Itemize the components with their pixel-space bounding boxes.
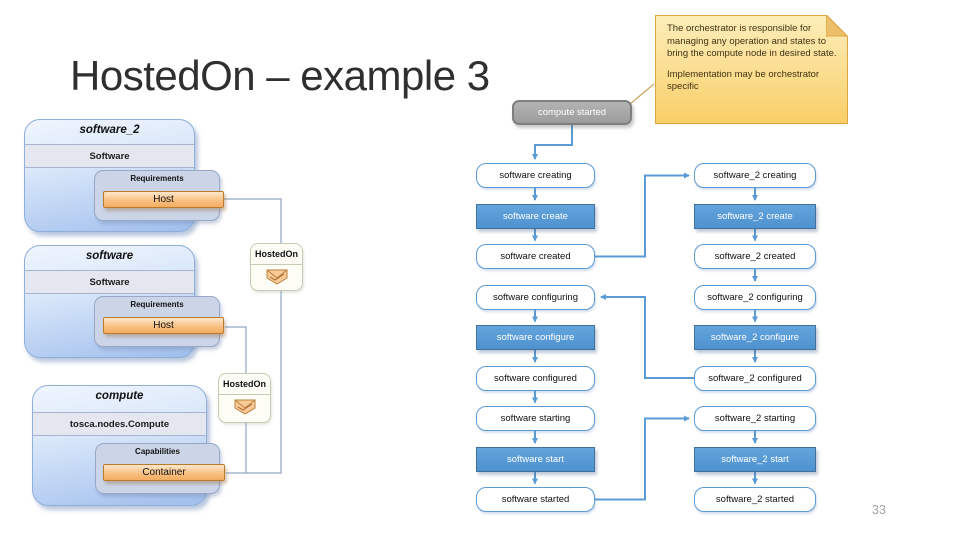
compute-started-box: compute started	[512, 100, 632, 125]
operation-software2-configure: software_2 configure	[694, 325, 816, 350]
page-number: 33	[872, 503, 886, 517]
node-compute-name: compute	[95, 390, 144, 402]
hostedon-label: HostedOn	[251, 244, 302, 265]
operation-software-start: software start	[476, 446, 595, 472]
note-paragraph: Implementation may be orchestrator speci…	[667, 68, 820, 93]
envelope-icon	[219, 395, 270, 415]
hostedon-label: HostedOn	[219, 374, 270, 395]
state-software-creating: software creating	[476, 163, 595, 188]
hostedon-box-1: HostedOn	[250, 243, 303, 291]
flow-started-to-sw2starting	[595, 415, 690, 501]
sticky-note-fill	[656, 16, 847, 123]
state-software-configured: software configured	[476, 365, 595, 391]
state-software2-created: software_2 created	[694, 244, 816, 269]
host-bar-software-2: Host	[103, 191, 224, 208]
node-software-name: software	[85, 250, 134, 262]
node-software-2-type: Software	[25, 144, 194, 168]
state-software-starting: software starting	[476, 406, 595, 431]
state-software-started: software started	[476, 487, 595, 512]
state-software2-creating: software_2 creating	[694, 163, 816, 188]
flow-start-connector	[532, 125, 573, 160]
operation-software2-start: software_2 start	[694, 446, 816, 472]
state-software-configuring: software configuring	[476, 284, 595, 310]
state-software2-configuring: software_2 configuring	[694, 284, 816, 310]
flow-sw2configured-to-configuring	[600, 294, 694, 379]
flow-created-to-sw2creating	[595, 172, 690, 258]
state-software2-configured: software_2 configured	[694, 365, 816, 391]
note-paragraph: The orchestrator is responsible for mana…	[667, 23, 837, 60]
capabilities-label: Capabilities	[135, 447, 180, 456]
operation-software-create: software create	[476, 203, 595, 229]
operation-software2-create: software_2 create	[694, 203, 816, 229]
requirements-label: Requirements	[130, 174, 184, 183]
state-software2-starting: software_2 starting	[694, 406, 816, 431]
envelope-icon	[251, 265, 302, 285]
hostedon-line-software2	[224, 198, 282, 474]
state-software2-started: software_2 started	[694, 487, 816, 512]
folded-corner-icon	[826, 15, 848, 37]
sticky-note-text: The orchestrator is responsible for mana…	[655, 15, 848, 124]
host-bar-software: Host	[103, 317, 224, 334]
hostedon-box-2: HostedOn	[218, 373, 271, 423]
operation-software-configure: software configure	[476, 325, 595, 350]
container-bar-compute: Container	[103, 464, 225, 481]
state-software-created: software created	[476, 244, 595, 269]
node-software-2-name: software_2	[79, 124, 140, 136]
hostedon-line-software	[225, 326, 247, 473]
node-compute-type: tosca.nodes.Compute	[33, 412, 206, 436]
page-title: HostedOn – example 3	[70, 52, 490, 99]
node-software-type: Software	[25, 270, 194, 294]
note-callout-line	[629, 83, 655, 105]
sticky-note: The orchestrator is responsible for mana…	[655, 15, 848, 124]
requirements-label: Requirements	[130, 300, 184, 309]
